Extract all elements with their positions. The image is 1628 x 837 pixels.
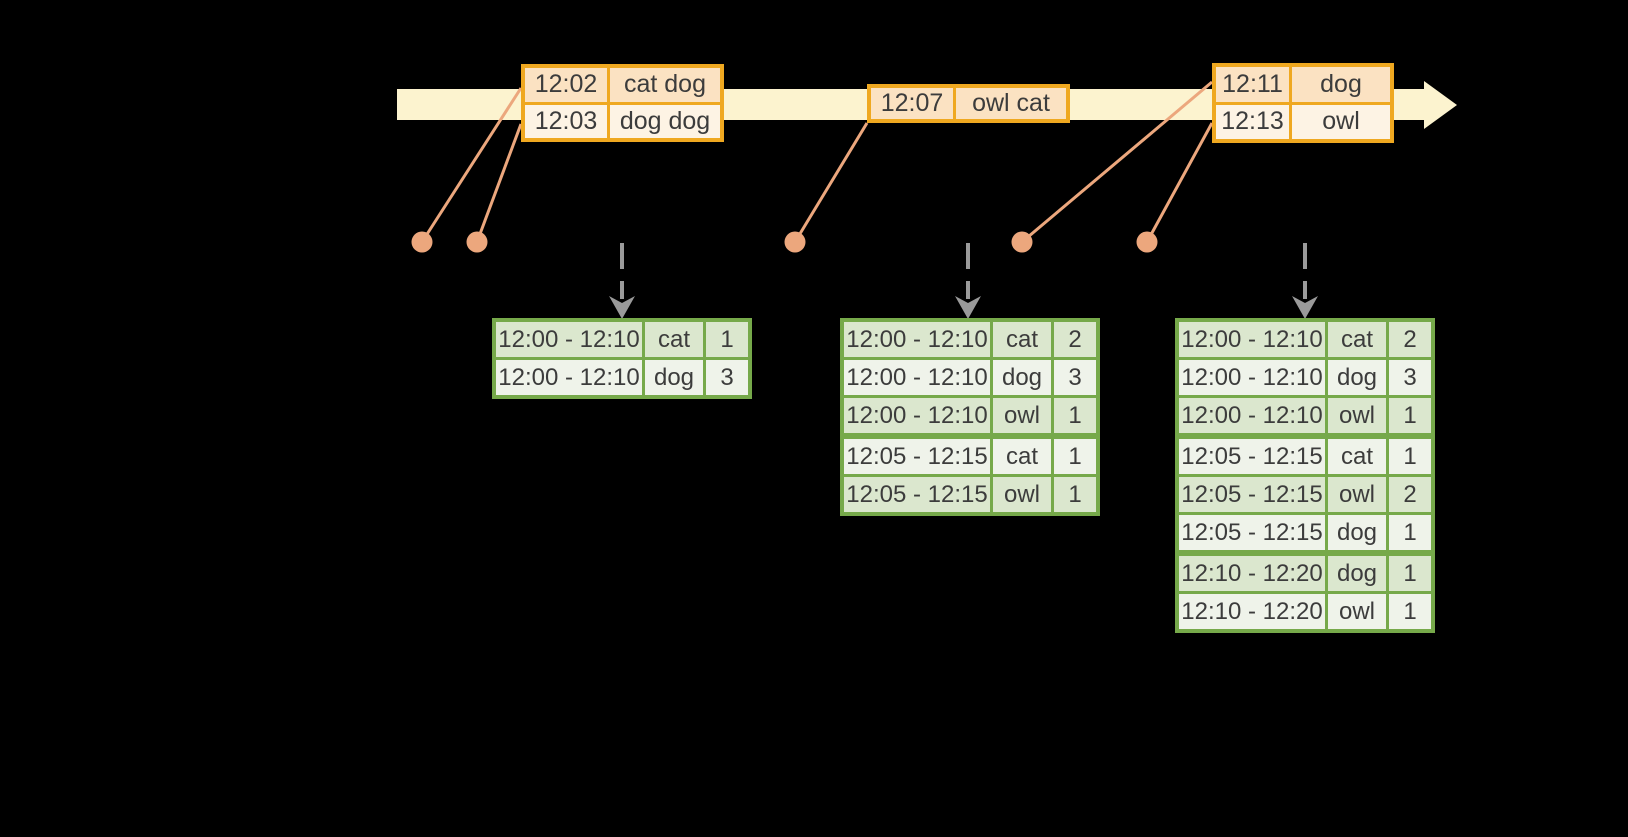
count-cell: 1 — [1054, 477, 1096, 512]
count-cell: 1 — [1054, 398, 1096, 433]
words-cell: dog — [1292, 67, 1390, 102]
words-cell: dog dog — [610, 104, 720, 138]
word-cell: dog — [1328, 360, 1386, 395]
count-cell: 1 — [1389, 515, 1431, 550]
connector-line — [1145, 122, 1214, 243]
window-cell: 12:10 - 12:20 — [1179, 556, 1325, 591]
window-cell: 12:10 - 12:20 — [1179, 594, 1325, 629]
count-cell: 3 — [1054, 360, 1096, 395]
word-cell: cat — [993, 439, 1051, 474]
event-dot — [1136, 231, 1158, 253]
event-dot — [466, 231, 488, 253]
word-cell: cat — [1328, 439, 1386, 474]
word-cell: owl — [1328, 477, 1386, 512]
word-cell: owl — [993, 477, 1051, 512]
count-cell: 3 — [706, 360, 748, 395]
window-cell: 12:05 - 12:15 — [1179, 477, 1325, 512]
window-cell: 12:00 - 12:10 — [1179, 398, 1325, 433]
word-cell: owl — [1328, 398, 1386, 433]
count-cell: 1 — [1054, 439, 1096, 474]
window-cell: 12:00 - 12:10 — [844, 322, 990, 357]
window-cell: 12:00 - 12:10 — [1179, 322, 1325, 357]
words-cell: owl — [1292, 104, 1390, 139]
trigger-arrowhead-icon — [1292, 296, 1318, 319]
event-dot — [411, 231, 433, 253]
count-cell: 1 — [1389, 594, 1431, 629]
window-cell: 12:05 - 12:15 — [844, 477, 990, 512]
trigger-arrowhead-icon — [955, 296, 981, 319]
word-cell: dog — [1328, 515, 1386, 550]
count-cell: 3 — [1389, 360, 1431, 395]
word-cell: owl — [993, 398, 1051, 433]
time-cell: 12:03 — [525, 104, 607, 138]
connector-line — [475, 123, 523, 243]
connector-line — [420, 87, 523, 243]
connector-line — [793, 122, 869, 243]
time-cell: 12:07 — [871, 88, 953, 119]
connector-line — [1021, 80, 1213, 244]
count-cell: 1 — [1389, 556, 1431, 591]
trigger-arrowhead-icon — [609, 296, 635, 319]
word-cell: cat — [645, 322, 703, 357]
count-cell: 2 — [1389, 477, 1431, 512]
window-cell: 12:00 - 12:10 — [844, 360, 990, 395]
window-cell: 12:00 - 12:10 — [844, 398, 990, 433]
event-dot — [784, 231, 806, 253]
time-cell: 12:13 — [1216, 104, 1289, 139]
words-cell: cat dog — [610, 68, 720, 102]
window-cell: 12:00 - 12:10 — [496, 322, 642, 357]
count-cell: 1 — [1389, 439, 1431, 474]
count-cell: 1 — [1389, 398, 1431, 433]
words-cell: owl cat — [956, 88, 1066, 119]
word-cell: dog — [993, 360, 1051, 395]
count-cell: 2 — [1389, 322, 1431, 357]
word-cell: dog — [1328, 556, 1386, 591]
word-cell: dog — [645, 360, 703, 395]
window-cell: 12:05 - 12:15 — [1179, 515, 1325, 550]
event-dot — [1011, 231, 1033, 253]
word-cell: owl — [1328, 594, 1386, 629]
window-cell: 12:00 - 12:10 — [1179, 360, 1325, 395]
window-cell: 12:05 - 12:15 — [844, 439, 990, 474]
word-cell: cat — [993, 322, 1051, 357]
count-cell: 2 — [1054, 322, 1096, 357]
window-cell: 12:05 - 12:15 — [1179, 439, 1325, 474]
count-cell: 1 — [706, 322, 748, 357]
time-cell: 12:02 — [525, 68, 607, 102]
time-cell: 12:11 — [1216, 67, 1289, 102]
word-cell: cat — [1328, 322, 1386, 357]
window-cell: 12:00 - 12:10 — [496, 360, 642, 395]
